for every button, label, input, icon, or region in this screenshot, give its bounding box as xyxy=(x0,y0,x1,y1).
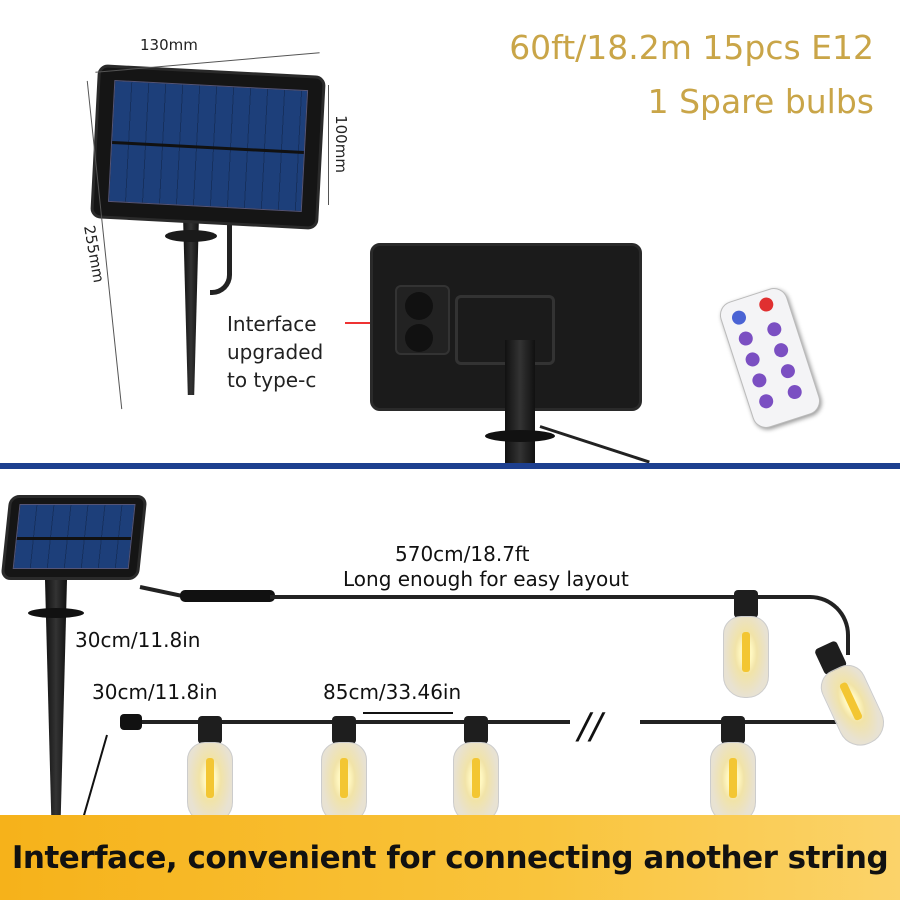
arrow-icon xyxy=(345,322,375,324)
bulb xyxy=(453,716,499,826)
divider xyxy=(0,463,900,469)
end-connector xyxy=(120,714,142,730)
height-dimension: 100mm xyxy=(331,115,350,173)
headline-line2: 1 Spare bulbs xyxy=(647,82,874,121)
interface-note-line: to type-c xyxy=(227,368,317,392)
cable-note: Long enough for easy layout xyxy=(343,567,629,591)
bulb xyxy=(723,590,769,700)
connector xyxy=(180,590,275,602)
bulb-spacing: 85cm/33.46in xyxy=(323,680,462,704)
bulb xyxy=(321,716,367,826)
panel-cable-length: 30cm/11.8in xyxy=(75,628,201,652)
lead-cable-length: 30cm/11.8in xyxy=(92,680,218,704)
footer-text: Interface, convenient for connecting ano… xyxy=(11,839,889,876)
bulb xyxy=(710,716,756,826)
cable-length: 570cm/18.7ft xyxy=(395,542,530,566)
bulb xyxy=(804,635,892,754)
interface-note: Interface upgraded to type-c xyxy=(227,310,323,394)
footer-banner: Interface, convenient for connecting ano… xyxy=(0,815,900,900)
interface-note-line: upgraded xyxy=(227,340,324,364)
solar-panel-small xyxy=(0,495,148,580)
pointer-arrow-icon xyxy=(79,734,108,827)
width-dimension: 130mm xyxy=(140,36,198,54)
remote-control xyxy=(716,284,824,432)
interface-note-line: Interface xyxy=(227,312,317,336)
break-mark: // xyxy=(578,706,603,747)
headline-line1: 60ft/18.2m 15pcs E12 xyxy=(509,28,874,67)
stake xyxy=(45,580,67,830)
bulb xyxy=(187,716,233,826)
